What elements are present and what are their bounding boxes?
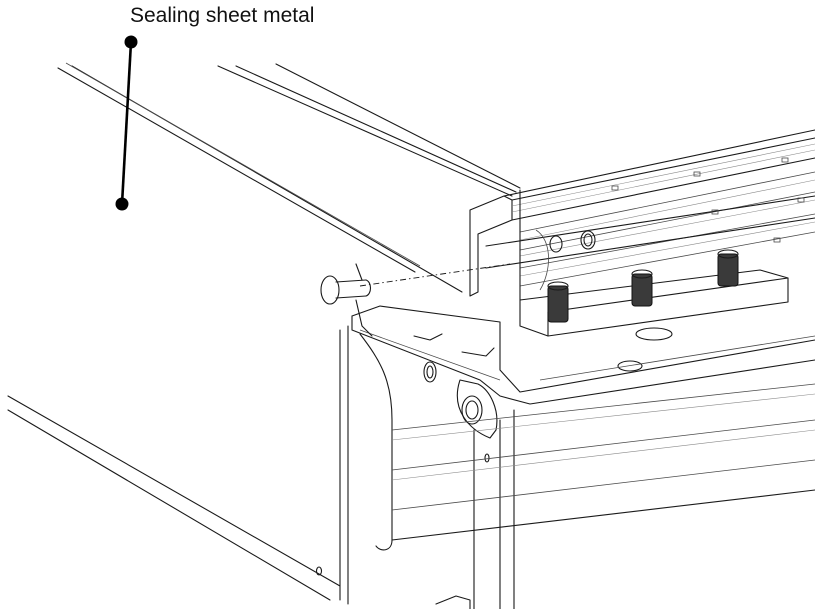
threaded-stud-1 — [547, 281, 569, 323]
callout-label: Sealing sheet metal — [130, 4, 315, 27]
callout-leader — [115, 35, 138, 211]
threaded-stud-3 — [717, 249, 739, 287]
lower-extrusion — [359, 333, 815, 551]
profile-body — [485, 143, 815, 301]
threaded-stud-2 — [631, 269, 653, 307]
top-channel-rail — [217, 63, 815, 297]
sealing-sheet-panel — [7, 62, 463, 605]
support-post — [435, 379, 515, 609]
locating-pin — [320, 263, 511, 337]
mounting-plate — [351, 305, 815, 405]
